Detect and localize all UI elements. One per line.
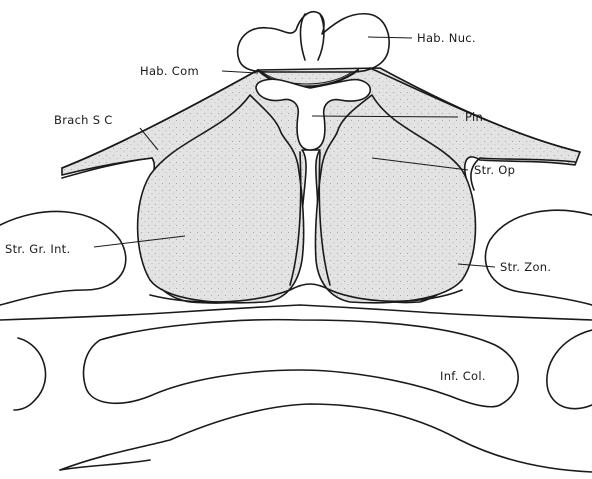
- leader-hab-nuc: [368, 37, 412, 38]
- label-hab-com: Hab. Com: [140, 64, 199, 78]
- label-brach-sc: Brach S C: [54, 113, 113, 127]
- right-lateral-lobe: [485, 210, 592, 305]
- label-str-zon: Str. Zon.: [500, 260, 551, 274]
- inferior-colliculus: [84, 320, 519, 407]
- upper-arch-boundary: [0, 305, 592, 320]
- left-crescent: [14, 338, 46, 410]
- right-crescent: [547, 330, 592, 409]
- leader-hab-com: [222, 71, 258, 73]
- label-str-op: Str. Op: [474, 163, 515, 177]
- label-str-gr-int: Str. Gr. Int.: [5, 242, 70, 256]
- habenular-midline: [300, 14, 323, 60]
- left-lateral-lobe: [0, 211, 126, 305]
- habenular-nucleus: [238, 12, 389, 72]
- label-inf-col: Inf. Col.: [440, 369, 486, 383]
- label-pin: Pin: [465, 110, 483, 124]
- label-hab-nuc: Hab. Nuc.: [417, 31, 476, 45]
